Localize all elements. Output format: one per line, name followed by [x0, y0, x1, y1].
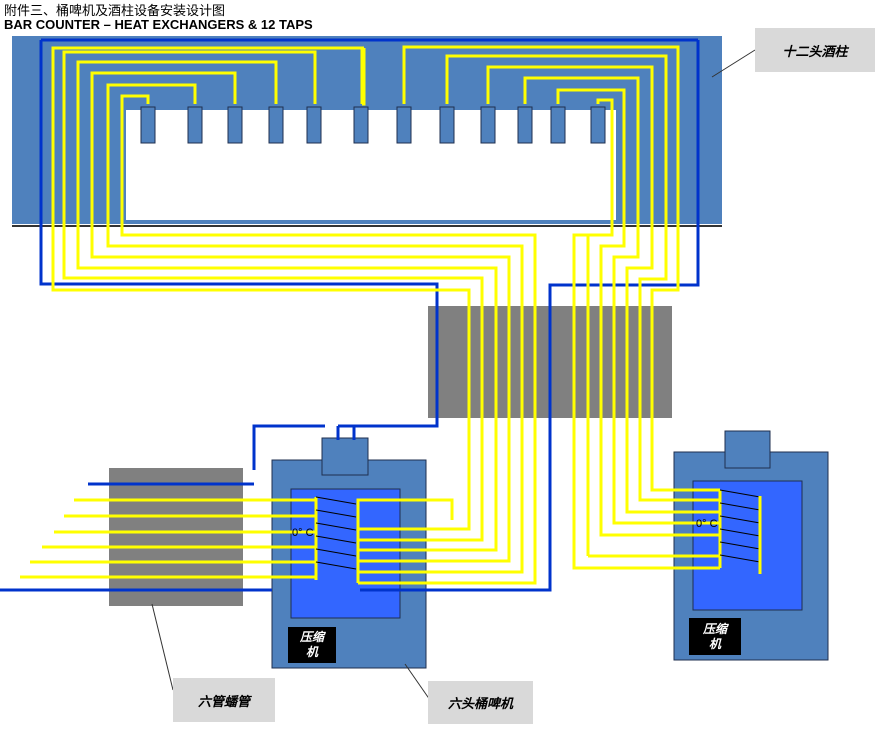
leader-tap-tower: [711, 49, 756, 78]
coil-diag-l5: [315, 548, 357, 557]
coil-diag-r4: [719, 528, 761, 537]
coil-diag-r6: [719, 554, 761, 563]
coil-diag-l4: [315, 535, 357, 544]
temperature-right: 0° C: [696, 518, 718, 530]
keg-machine-right-head: [724, 430, 771, 469]
coil-diag-l6: [315, 561, 357, 570]
callout-keg-machine: 六头桶啤机: [428, 681, 533, 724]
keg-machine-left-head: [321, 437, 369, 476]
pipe-left-head: [252, 424, 325, 470]
tap-8: [439, 106, 455, 144]
cooling-coil-right: [719, 489, 761, 563]
beer-line-r4: [523, 76, 720, 525]
compressor-label-right: 压缩 机: [689, 618, 741, 655]
taps: [140, 106, 606, 144]
beer-line-4: [106, 83, 524, 574]
beer-line-8: [51, 46, 471, 531]
beer-lines-right: [402, 45, 722, 570]
tap-7: [396, 106, 412, 144]
beer-line-6: [76, 60, 498, 552]
beer-line-r3: [486, 65, 720, 514]
tap-11: [550, 106, 566, 144]
beer-line-r6: [572, 98, 720, 570]
tap-1: [140, 106, 156, 144]
callout-leaders: [151, 49, 756, 701]
coil-diag-l2: [315, 509, 357, 518]
page-title-cn: 附件三、桶啤机及酒柱设备安装设计图: [4, 4, 226, 19]
beer-line-3: [120, 94, 537, 585]
tap-4: [268, 106, 284, 144]
beer-line-r2: [445, 54, 720, 502]
coil-diag-r5: [719, 541, 761, 550]
keg-machine-right-tank: [692, 480, 803, 611]
coil-diag-l1: [315, 496, 357, 505]
tap-6: [353, 106, 369, 144]
coil-diag-r2: [719, 502, 761, 511]
callout-coil: 六管蟠管: [173, 678, 275, 722]
compressor-label-left: 压缩 机: [288, 627, 336, 663]
tap-12: [590, 106, 606, 144]
callout-tap-tower: 十二头酒柱: [755, 28, 875, 72]
keg-machine-left-tank: [290, 488, 401, 619]
compressor-label-right-line2: 机: [708, 636, 721, 651]
pipe-outer-loop: [39, 40, 439, 428]
coil-diag-r1: [719, 489, 761, 498]
beer-line-r5: [556, 88, 720, 537]
beer-line-5: [90, 71, 511, 563]
coil-diag-l3: [315, 522, 357, 531]
tap-9: [480, 106, 496, 144]
cooling-coil-left: [315, 496, 357, 570]
temperature-left: 0° C: [292, 527, 314, 539]
blue-pipes: [0, 38, 700, 592]
bar-counter-opening: [126, 110, 616, 220]
coil-block: [109, 468, 243, 606]
leader-keg-machine: [404, 663, 431, 701]
compressor-label-right-line1: 压缩: [702, 621, 727, 636]
tap-2: [187, 106, 203, 144]
beer-lines-left: [51, 46, 537, 585]
tap-3: [227, 106, 243, 144]
tap-5: [306, 106, 322, 144]
compressor-label-left-line2: 机: [305, 645, 318, 659]
tap-10: [517, 106, 533, 144]
beer-line-7: [62, 50, 484, 542]
pipe-right-loop: [360, 40, 700, 592]
compressor-label-left-line1: 压缩: [299, 630, 324, 644]
coil-diag-r3: [719, 515, 761, 524]
leader-coil: [151, 603, 174, 691]
beer-line-r1: [402, 45, 720, 492]
beer-line-10: [356, 498, 454, 583]
page-title-en: BAR COUNTER – HEAT EXCHANGERS & 12 TAPS: [4, 17, 313, 32]
coil-lines-left: [20, 497, 318, 580]
